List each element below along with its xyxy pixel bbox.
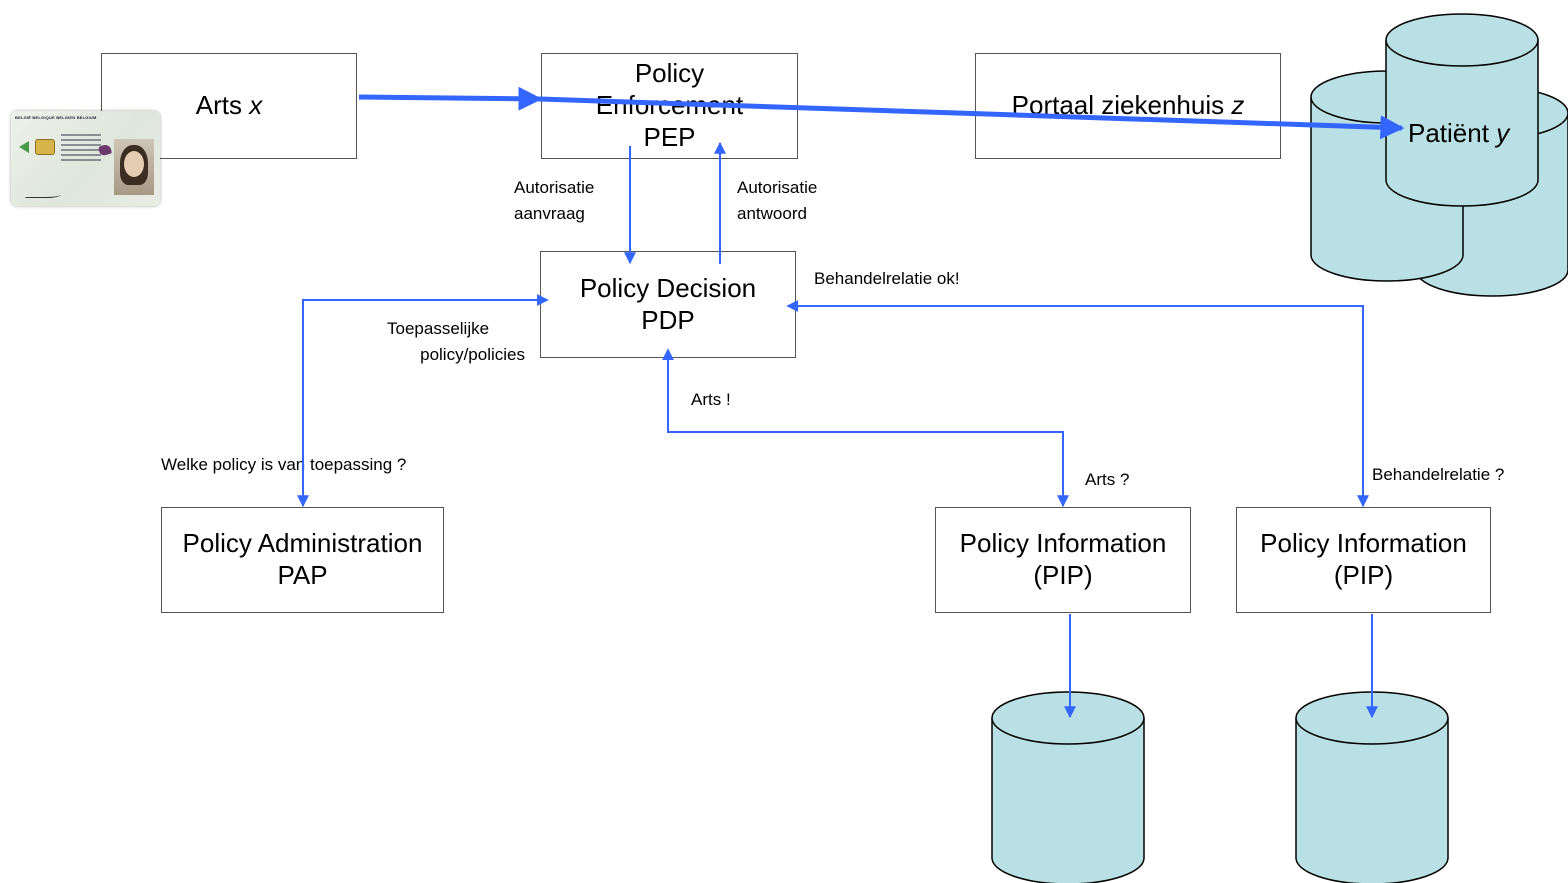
label-toepasselijke-line-2: policy/policies — [420, 344, 525, 364]
eid-photo-face — [124, 151, 144, 177]
label-welke-policy: Welke policy is van toepassing ? — [161, 455, 407, 474]
pip2-line-2: (PIP) — [1333, 560, 1394, 590]
portaal-label: Portaal ziekenhuis — [1011, 90, 1225, 121]
pdp-box[interactable]: Policy Decision PDP — [540, 251, 796, 358]
pip-box-1[interactable]: Policy Information (PIP) — [935, 507, 1191, 613]
eid-card-header: BELGIË BELGIQUE BELGIEN BELGIUM — [15, 115, 97, 120]
label-arts-exclamation: Arts ! — [691, 390, 731, 409]
label-autorisatie-antwoord-line-1: Autorisatie — [737, 178, 818, 197]
arts-variable: x — [249, 90, 263, 121]
eid-signature — [25, 189, 61, 198]
label-autorisatie-aanvraag-line-1: Autorisatie — [514, 178, 595, 197]
pep-line-3: PEP — [643, 121, 696, 152]
label-toepasselijke-policies: Toepasselijke policy/policies — [387, 316, 525, 367]
eid-card-arrow-icon — [19, 141, 29, 153]
eid-chip-icon — [35, 139, 55, 155]
pip2-line-1: Policy Information — [1260, 528, 1467, 559]
label-autorisatie-aanvraag-line-2: aanvraag — [514, 203, 585, 223]
pip1-line-2: (PIP) — [1033, 560, 1093, 590]
pdp-line-2: PDP — [641, 304, 695, 335]
pip-box-2[interactable]: Policy Information (PIP) — [1236, 507, 1491, 613]
pep-box[interactable]: Policy Enforcement PEP — [541, 53, 798, 159]
patient-database-label: Patiënt y — [1408, 118, 1509, 149]
patient-label-text: Patiënt — [1408, 118, 1489, 148]
eid-map-icon — [97, 143, 113, 157]
label-autorisatie-antwoord: Autorisatie antwoord — [737, 175, 817, 226]
pep-line-1: Policy — [634, 58, 705, 89]
pip1-line-1: Policy Information — [959, 528, 1167, 559]
label-toepasselijke-line-1: Toepasselijke — [387, 319, 490, 338]
label-autorisatie-aanvraag: Autorisatie aanvraag — [514, 175, 594, 226]
pap-box[interactable]: Policy Administration PAP — [161, 507, 444, 613]
label-behandelrelatie-question: Behandelrelatie ? — [1372, 465, 1505, 484]
pdp-line-1: Policy Decision — [579, 272, 757, 303]
eid-card-text-lines — [61, 131, 101, 164]
belgian-eid-card-icon: BELGIË BELGIQUE BELGIEN BELGIUM — [11, 111, 160, 206]
pap-line-1: Policy Administration — [182, 528, 423, 559]
patient-database-icon — [1310, 13, 1568, 297]
label-arts-question: Arts ? — [1085, 470, 1130, 489]
pip-database-2-icon — [1295, 691, 1449, 883]
pep-line-2: Enforcement — [595, 90, 744, 121]
arts-label: Arts — [195, 90, 242, 121]
pap-line-2: PAP — [277, 560, 328, 590]
label-autorisatie-antwoord-line-2: antwoord — [737, 203, 807, 223]
label-behandelrelatie-ok: Behandelrelatie ok! — [814, 269, 960, 288]
patient-variable: y — [1496, 118, 1510, 148]
pip-database-1-icon — [991, 691, 1145, 883]
portaal-variable: z — [1231, 90, 1245, 121]
portaal-box[interactable]: Portaal ziekenhuis z — [975, 53, 1281, 159]
